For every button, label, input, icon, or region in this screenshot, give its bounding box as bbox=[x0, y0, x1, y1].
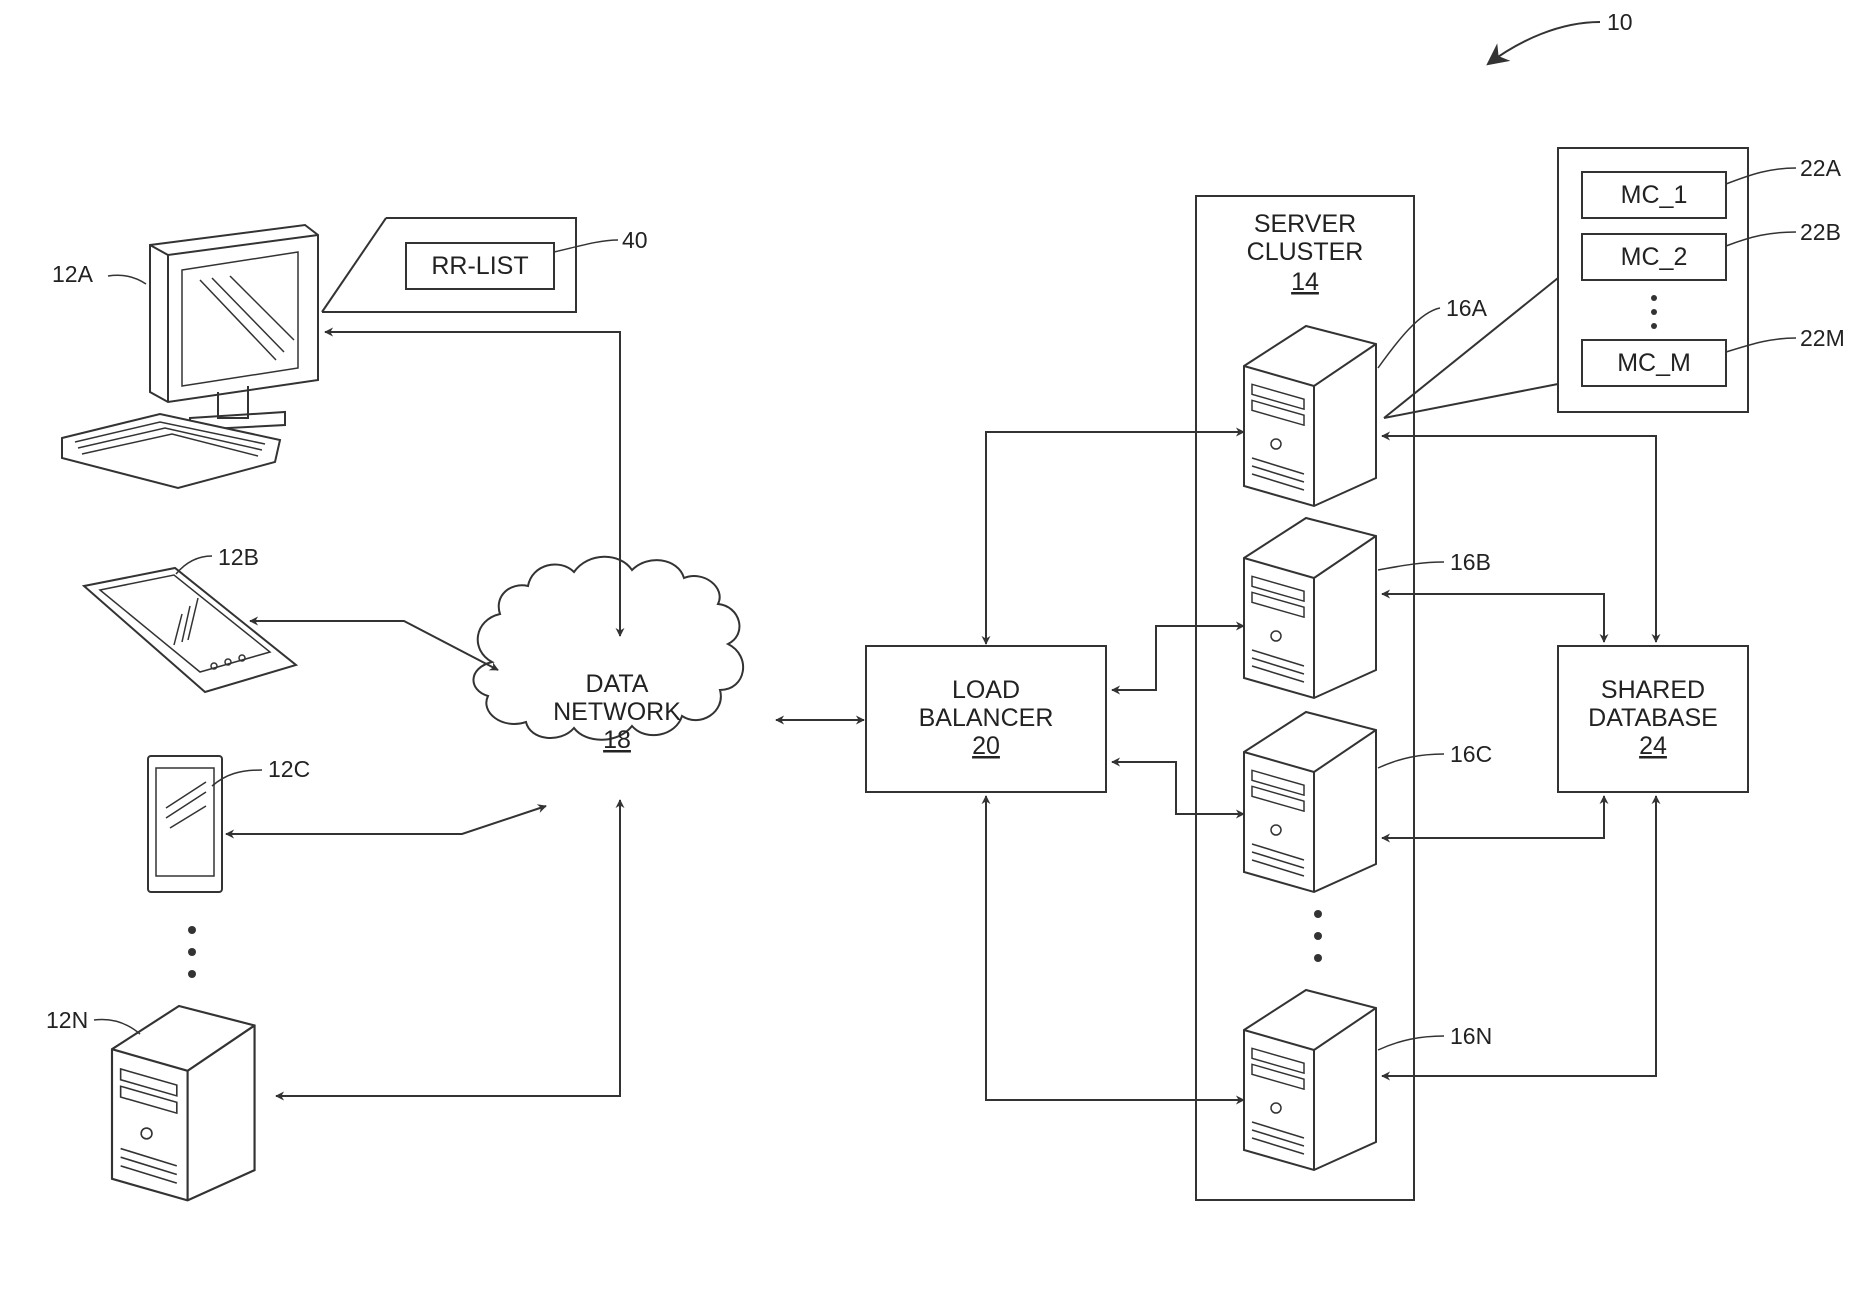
machine-config-container: MC_1 MC_2 MC_M bbox=[1384, 148, 1748, 418]
shared-database-box: SHARED DATABASE 24 bbox=[1558, 646, 1748, 792]
svg-text:16C: 16C bbox=[1450, 741, 1492, 767]
server-cluster-line1: SERVER bbox=[1254, 210, 1356, 238]
svg-text:16N: 16N bbox=[1450, 1023, 1492, 1049]
mc-1-ref: 22A bbox=[1800, 155, 1842, 181]
server-cluster-box: SERVER CLUSTER 14 bbox=[1196, 196, 1414, 1200]
mc-2-ref: 22B bbox=[1800, 219, 1841, 245]
figure-ref-label: 10 bbox=[1607, 9, 1633, 35]
server-ref-16a: 16A bbox=[1378, 295, 1488, 368]
mc-1-label: MC_1 bbox=[1621, 181, 1688, 209]
desktop-computer-icon bbox=[62, 225, 318, 488]
load-balancer-line1: LOAD bbox=[952, 676, 1020, 704]
svg-text:12A: 12A bbox=[52, 261, 94, 287]
client-ref-12a: 12A bbox=[52, 261, 146, 287]
svg-text:16B: 16B bbox=[1450, 549, 1491, 575]
data-network-line1: DATA bbox=[586, 670, 649, 698]
server-ellipsis-dots bbox=[1314, 910, 1322, 962]
svg-text:16A: 16A bbox=[1446, 295, 1488, 321]
tablet-icon bbox=[84, 568, 296, 692]
smartphone-icon bbox=[148, 756, 222, 892]
server-16a-icon bbox=[1244, 326, 1376, 506]
server-16n-icon bbox=[1244, 990, 1376, 1170]
load-balancer-ref: 20 bbox=[972, 732, 1000, 760]
client-ellipsis-dots bbox=[188, 926, 196, 978]
load-balancer-box: LOAD BALANCER 20 bbox=[866, 646, 1106, 792]
shared-database-ref: 24 bbox=[1639, 732, 1667, 760]
client-ref-12n: 12N bbox=[46, 1007, 140, 1034]
client-ref-12c: 12C bbox=[212, 756, 310, 786]
server-ref-16c: 16C bbox=[1378, 741, 1492, 768]
shared-database-line2: DATABASE bbox=[1588, 704, 1718, 732]
load-balancer-line2: BALANCER bbox=[919, 704, 1054, 732]
rr-list-label: RR-LIST bbox=[431, 252, 528, 280]
data-network-line2: NETWORK bbox=[553, 698, 681, 726]
figure-reference: 10 bbox=[1488, 9, 1633, 64]
rr-list-callout: RR-LIST 40 bbox=[322, 218, 648, 312]
rr-list-ref: 40 bbox=[622, 227, 648, 253]
mc-m-label: MC_M bbox=[1617, 349, 1691, 377]
data-network-ref: 18 bbox=[603, 726, 631, 754]
server-cluster-ref: 14 bbox=[1291, 268, 1319, 296]
server-ref-16b: 16B bbox=[1378, 549, 1491, 575]
shared-database-line1: SHARED bbox=[1601, 676, 1705, 704]
client-server-icon bbox=[112, 1006, 255, 1200]
data-network-cloud: DATA NETWORK 18 bbox=[473, 557, 743, 754]
mc-m-ref: 22M bbox=[1800, 325, 1845, 351]
server-16b-icon bbox=[1244, 518, 1376, 698]
server-16c-icon bbox=[1244, 712, 1376, 892]
server-cluster-line2: CLUSTER bbox=[1247, 238, 1364, 266]
svg-text:12N: 12N bbox=[46, 1007, 88, 1033]
svg-text:12C: 12C bbox=[268, 756, 310, 782]
server-ref-16n: 16N bbox=[1378, 1023, 1492, 1050]
svg-text:12B: 12B bbox=[218, 544, 259, 570]
mc-2-label: MC_2 bbox=[1621, 243, 1688, 271]
client-ref-12b: 12B bbox=[176, 544, 259, 574]
mc-ref-labels: 22A 22B 22M bbox=[1726, 155, 1845, 352]
